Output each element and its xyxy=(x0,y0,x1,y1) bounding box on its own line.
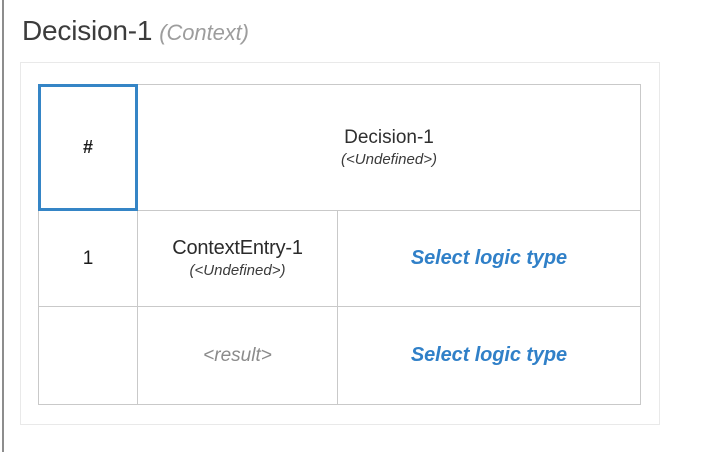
index-column-header-label: # xyxy=(82,137,93,157)
result-index-cell[interactable] xyxy=(38,307,138,405)
index-column-header-selection[interactable]: # xyxy=(38,84,138,211)
table-row: <result> Select logic type xyxy=(38,307,641,405)
table-row: 1 ContextEntry-1 (<Undefined>) Select lo… xyxy=(38,211,641,307)
select-logic-type-link[interactable]: Select logic type xyxy=(410,344,568,366)
page-title-kind: (Context) xyxy=(159,20,249,45)
context-entry-name: ContextEntry-1 xyxy=(172,237,303,259)
panel-divider xyxy=(2,0,4,452)
result-name-cell[interactable]: <result> xyxy=(138,307,338,405)
context-entry-type: (<Undefined>) xyxy=(189,262,286,279)
context-expression-table: # Decision-1 (<Undefined>) 1 ContextEntr… xyxy=(38,84,641,405)
decision-header-name: Decision-1 xyxy=(344,126,434,148)
select-logic-type-link[interactable]: Select logic type xyxy=(410,247,568,269)
decision-header-cell[interactable]: Decision-1 (<Undefined>) xyxy=(138,84,641,211)
table-header-row: # Decision-1 (<Undefined>) xyxy=(38,84,641,211)
context-entry-expression-cell[interactable]: Select logic type xyxy=(338,211,641,307)
row-index-cell[interactable]: 1 xyxy=(38,211,138,307)
decision-header-type: (<Undefined>) xyxy=(341,150,437,168)
result-expression-cell[interactable]: Select logic type xyxy=(338,307,641,405)
index-column-header-cell[interactable]: # xyxy=(38,84,138,211)
page-title: Decision-1(Context) xyxy=(22,13,249,54)
row-index-label: 1 xyxy=(82,247,94,269)
context-entry-name-cell[interactable]: ContextEntry-1 (<Undefined>) xyxy=(138,211,338,307)
page-title-name: Decision-1 xyxy=(22,15,153,46)
expression-container: # Decision-1 (<Undefined>) 1 ContextEntr… xyxy=(20,62,660,425)
result-label: <result> xyxy=(203,344,272,366)
